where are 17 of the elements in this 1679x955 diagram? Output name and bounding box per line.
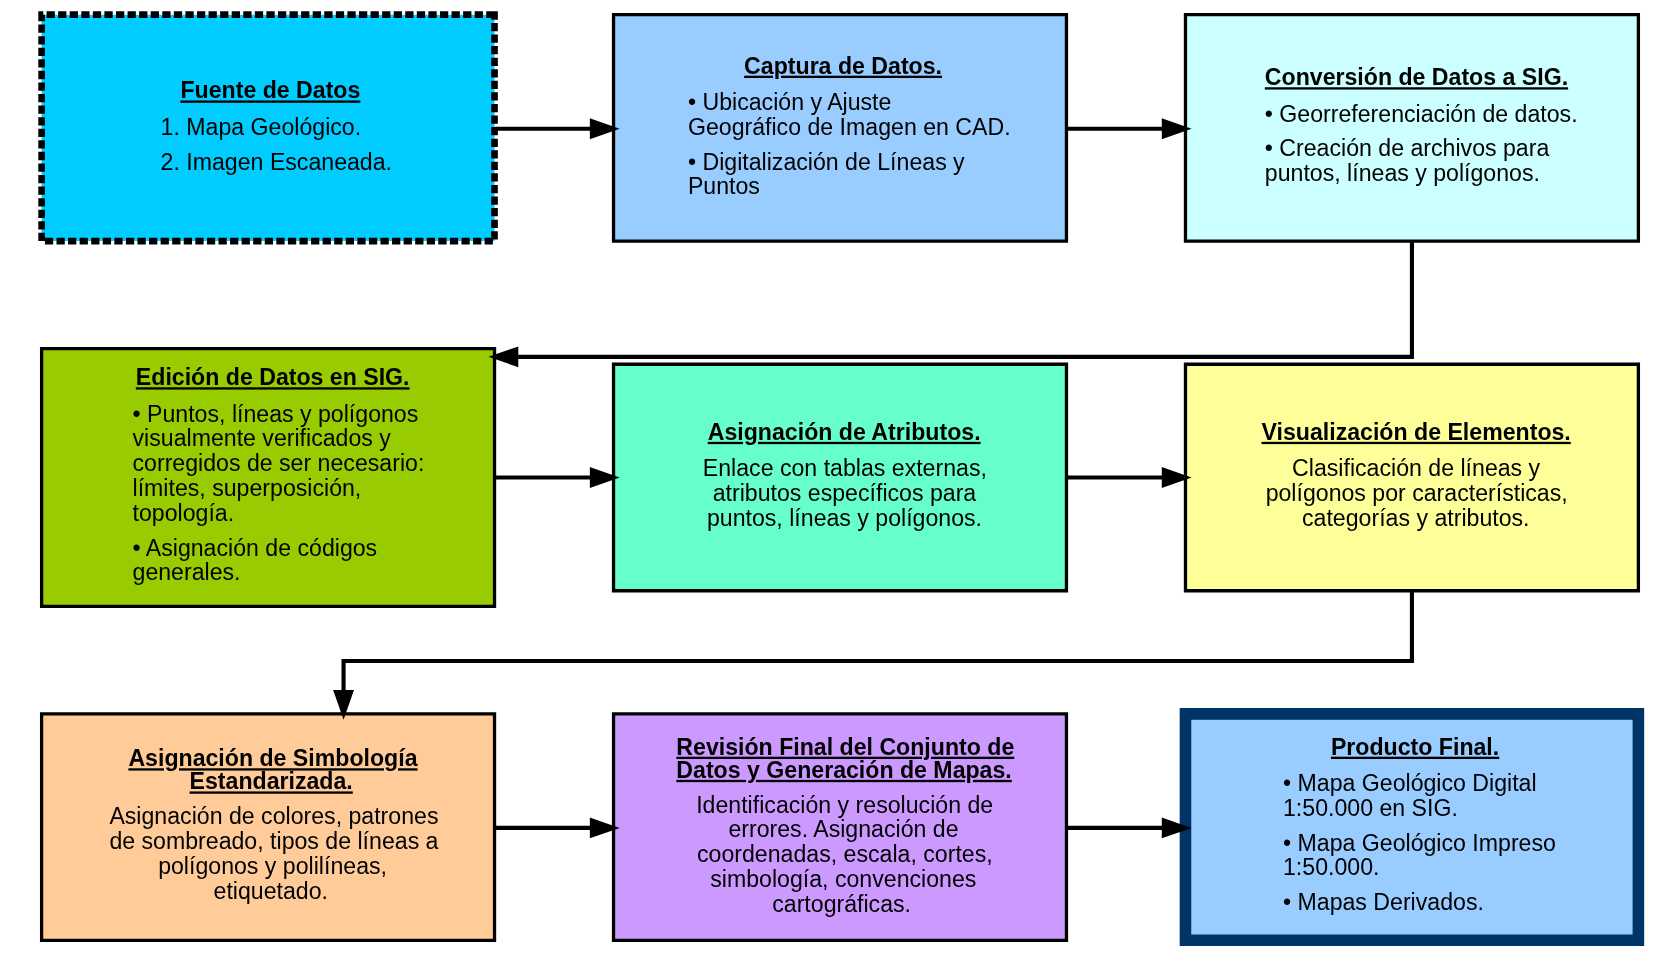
arrow xyxy=(1066,817,1192,839)
arrow xyxy=(1066,118,1192,140)
node-box: Conversión de Datos a SIG. • Georreferenciación de datos. • Creación de archivos para puntos, líneas y polígonos. xyxy=(1183,13,1640,243)
arrow xyxy=(332,591,1414,720)
node-box: Asignación de Simbología Estandarizada. Asignación de colores, patrones de sombreado, tipos de líneas a polígonos y polilíneas, etiquetado. xyxy=(39,712,496,942)
node-box: Revisión Final del Conjunto de Datos y Generación de Mapas. Identificación y resolución de errores. Asignación de coordenadas, escala, cortes, simbología, convenciones cartográficas. xyxy=(611,712,1068,942)
node-box: Captura de Datos. • Ubicación y Ajuste Geográfico de Imagen en CAD. • Digitalización de Líneas y Puntos xyxy=(611,13,1068,243)
arrow xyxy=(488,241,1414,368)
arrow xyxy=(494,467,620,488)
node-box: Visualización de Elementos. Clasificación de líneas y polígonos por características, categorías y atributos. xyxy=(1183,362,1640,593)
arrow xyxy=(494,118,620,140)
node-box: Edición de Datos en SIG. • Puntos, líneas y polígonos visualmente verificados y corregidos de ser necesario: límites, superposición, topología. • Asignación de códigos generales. xyxy=(39,346,496,609)
node-box: Asignación de Atributos. Enlace con tablas externas, atributos específicos para puntos, líneas y polígonos. xyxy=(611,362,1068,593)
node-box: Fuente de Datos 1. Mapa Geológico. 2. Imagen Escaneada. xyxy=(37,11,498,245)
arrow xyxy=(1066,467,1192,488)
arrow xyxy=(494,817,620,839)
node-box: Producto Final. • Mapa Geológico Digital 1:50.000 en SIG. • Mapa Geológico Impreso 1:50.000. • Mapas Derivados. xyxy=(1179,708,1644,947)
